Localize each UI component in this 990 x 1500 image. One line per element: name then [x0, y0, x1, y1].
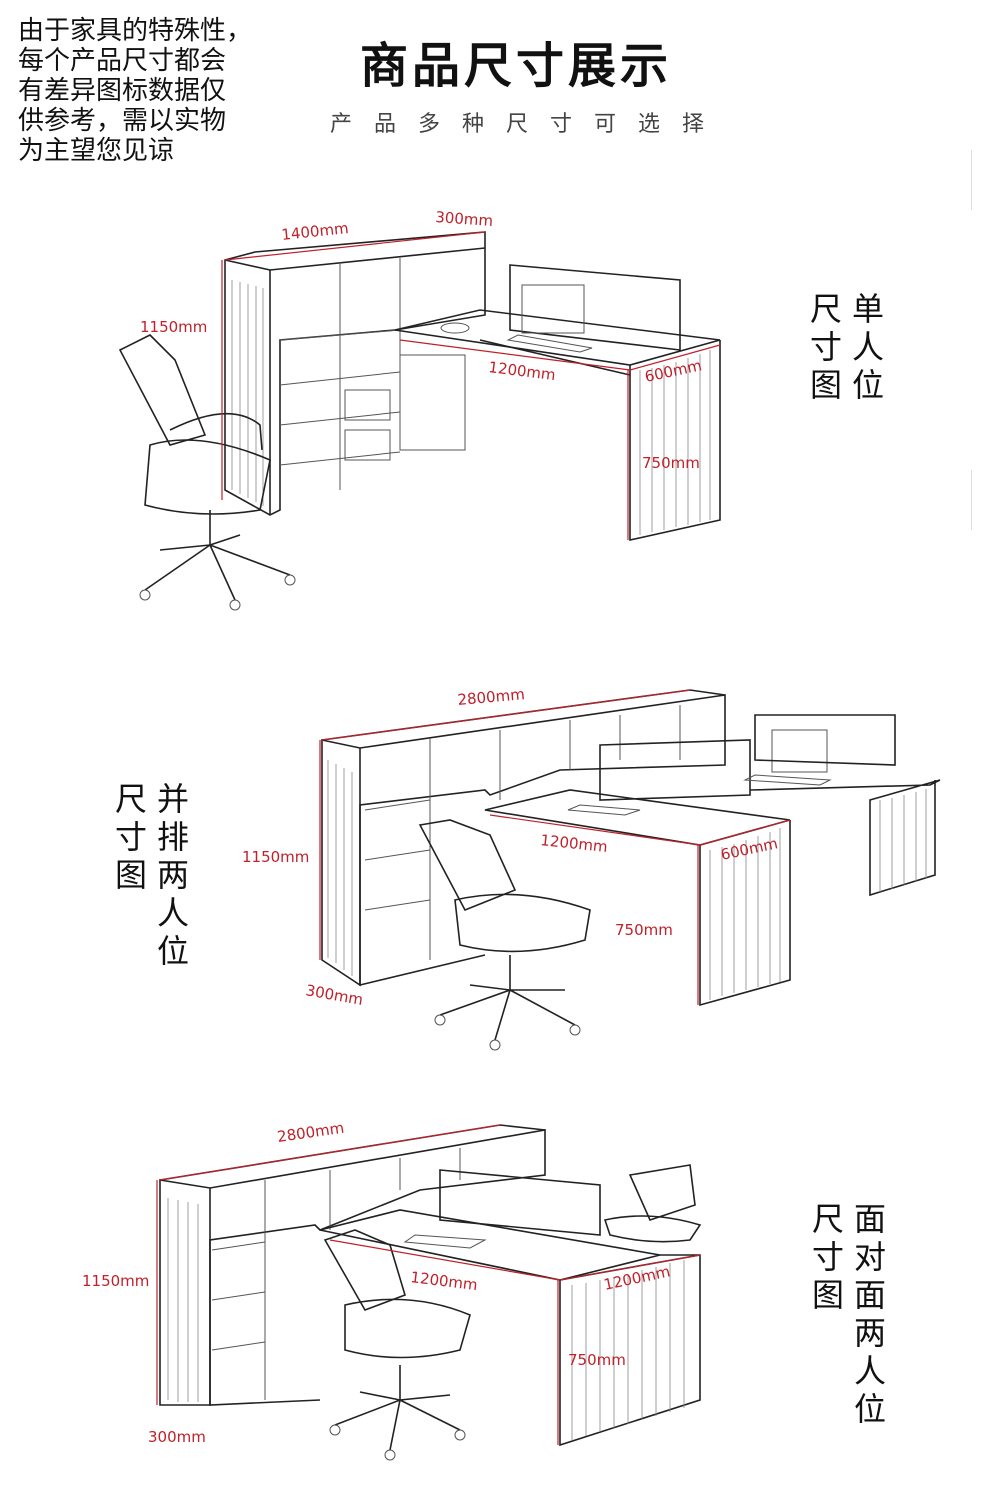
label-column: 尺 寸 图	[115, 780, 148, 894]
dimension-label-cabinet-length: 2800mm	[276, 1119, 345, 1146]
dimension-label-desk-length: 1200mm	[488, 358, 557, 384]
dimension-label-desk-length: 1200mm	[410, 1268, 479, 1294]
dimension-label-height: 1150mm	[242, 848, 309, 866]
laptop-drawing	[567, 714, 896, 816]
dimension-label-cabinet-length: 1400mm	[281, 219, 350, 244]
bookcase-drawing	[321, 689, 726, 987]
desk-drawing	[394, 309, 721, 541]
disclaimer-note: 由于家具的特殊性， 每个产品尺寸都会 有差异图标数据仅 供参考，需以实物 为主望…	[18, 16, 278, 166]
side-by-side-illustration: 2800mm 1150mm 1200mm 600mm 750mm 300mm	[242, 685, 941, 1051]
disclaimer-line: 供参考，需以实物	[18, 106, 227, 136]
section-label: 尺 寸 图 单 人 位	[810, 290, 884, 404]
desk-drawing	[484, 739, 941, 1007]
desk-drawing	[319, 1169, 701, 1447]
dimension-lines	[156, 1124, 701, 1445]
face-to-face-illustration: 2800mm 1150mm 1200mm 1200mm 750mm 300mm	[82, 1119, 702, 1461]
disclaimer-line: 为主望您见谅	[18, 136, 175, 166]
section-single-seat: 1400mm 300mm 1150mm 1200mm 600mm 750mm 尺…	[0, 190, 990, 630]
disclaimer-line: 由于家具的特殊性，	[18, 16, 253, 46]
section-label: 尺 寸 图 并 排 两 人 位	[115, 780, 189, 970]
dimension-label-cabinet-depth: 300mm	[435, 208, 494, 230]
office-chair-drawing	[418, 819, 591, 1051]
laptop-drawing	[440, 264, 681, 353]
dimension-label-desk-height: 750mm	[615, 921, 673, 939]
label-column: 并 排 两 人 位	[157, 780, 190, 970]
dimension-label-height: 1150mm	[82, 1272, 149, 1290]
page-title: 商品尺寸展示	[360, 38, 673, 94]
dimension-label-cabinet-length: 2800mm	[457, 685, 526, 709]
page-subtitle: 产品多种尺寸可选择	[330, 112, 727, 137]
dimension-label-cabinet-depth: 300mm	[148, 1428, 206, 1446]
dimension-label-desk-length: 1200mm	[540, 831, 609, 856]
dimension-lines	[319, 689, 791, 1005]
dimension-label-desk-height: 750mm	[642, 454, 700, 472]
label-column: 面 对 面 两 人 位	[854, 1200, 887, 1428]
section-label: 尺 寸 图 面 对 面 两 人 位	[812, 1200, 886, 1428]
section-side-by-side-two-seats: 2800mm 1150mm 1200mm 600mm 750mm 300mm 尺…	[0, 660, 990, 1060]
office-chair-drawing	[118, 334, 296, 611]
laptop-drawing	[403, 1234, 487, 1249]
label-column: 单 人 位	[852, 290, 885, 404]
dimension-label-height: 1150mm	[140, 318, 207, 336]
section-face-to-face-two-seats: 2800mm 1150mm 1200mm 1200mm 750mm 300mm …	[0, 1080, 990, 1490]
label-column: 尺 寸 图	[812, 1200, 845, 1314]
dimension-label-desk-depth: 600mm	[643, 356, 703, 386]
single-seat-illustration: 1400mm 300mm 1150mm 1200mm 600mm 750mm	[118, 208, 721, 611]
decorative-divider	[971, 470, 972, 530]
bookcase-drawing	[224, 231, 486, 516]
dimension-lines	[221, 231, 721, 540]
dimension-label-desk-height: 750mm	[568, 1351, 626, 1369]
disclaimer-line: 每个产品尺寸都会	[18, 46, 227, 76]
dimension-label-cabinet-depth: 300mm	[304, 981, 364, 1009]
disclaimer-line: 有差异图标数据仅	[18, 76, 227, 106]
label-column: 尺 寸 图	[810, 290, 843, 404]
office-chair-drawing	[323, 1164, 702, 1461]
decorative-divider	[971, 150, 972, 210]
